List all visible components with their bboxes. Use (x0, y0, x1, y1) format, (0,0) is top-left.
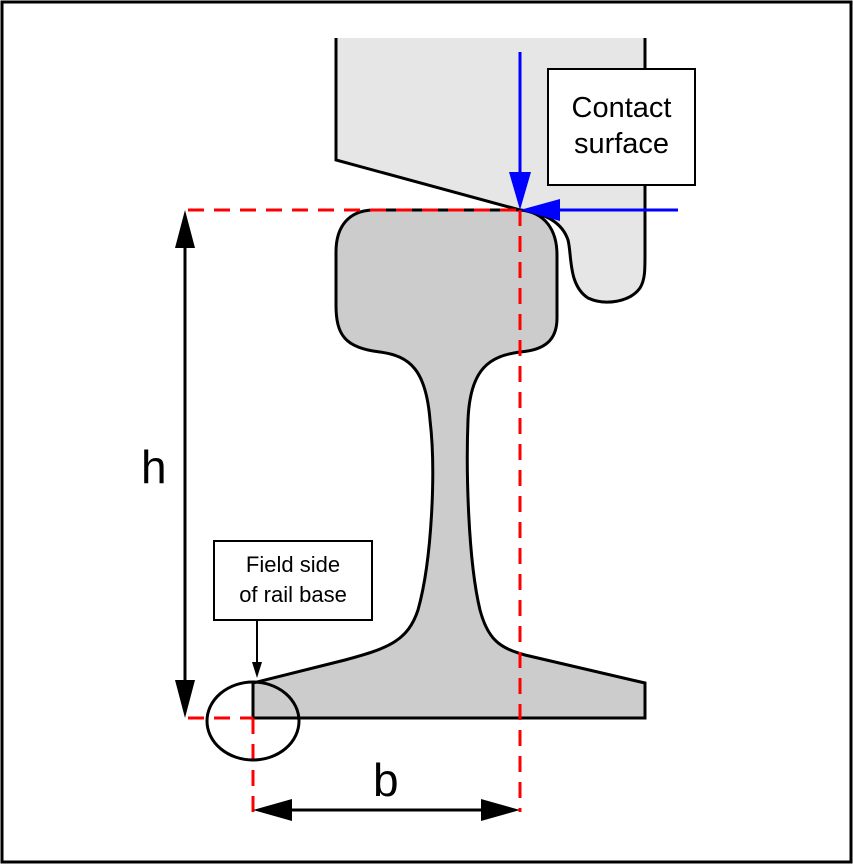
contact-label-line1: Contact (571, 92, 672, 124)
contact-force-arrows (509, 52, 678, 221)
contact-label-line2: surface (573, 128, 670, 160)
reference-lines (188, 208, 522, 812)
field-side-pointer-arrow (252, 620, 262, 678)
field-side-label: Field side of rail base (213, 540, 373, 621)
field-label-line2: of rail base (239, 582, 347, 607)
field-label-line1: Field side (245, 552, 341, 577)
field-side-highlight-circle (205, 680, 301, 762)
height-dimension-arrow (175, 210, 195, 718)
contact-surface-label: Contact surface (547, 68, 696, 186)
base-dimension-arrow (253, 799, 520, 821)
wheel-outline (334, 38, 647, 304)
base-label: b (373, 754, 399, 806)
height-label: h (141, 441, 167, 493)
